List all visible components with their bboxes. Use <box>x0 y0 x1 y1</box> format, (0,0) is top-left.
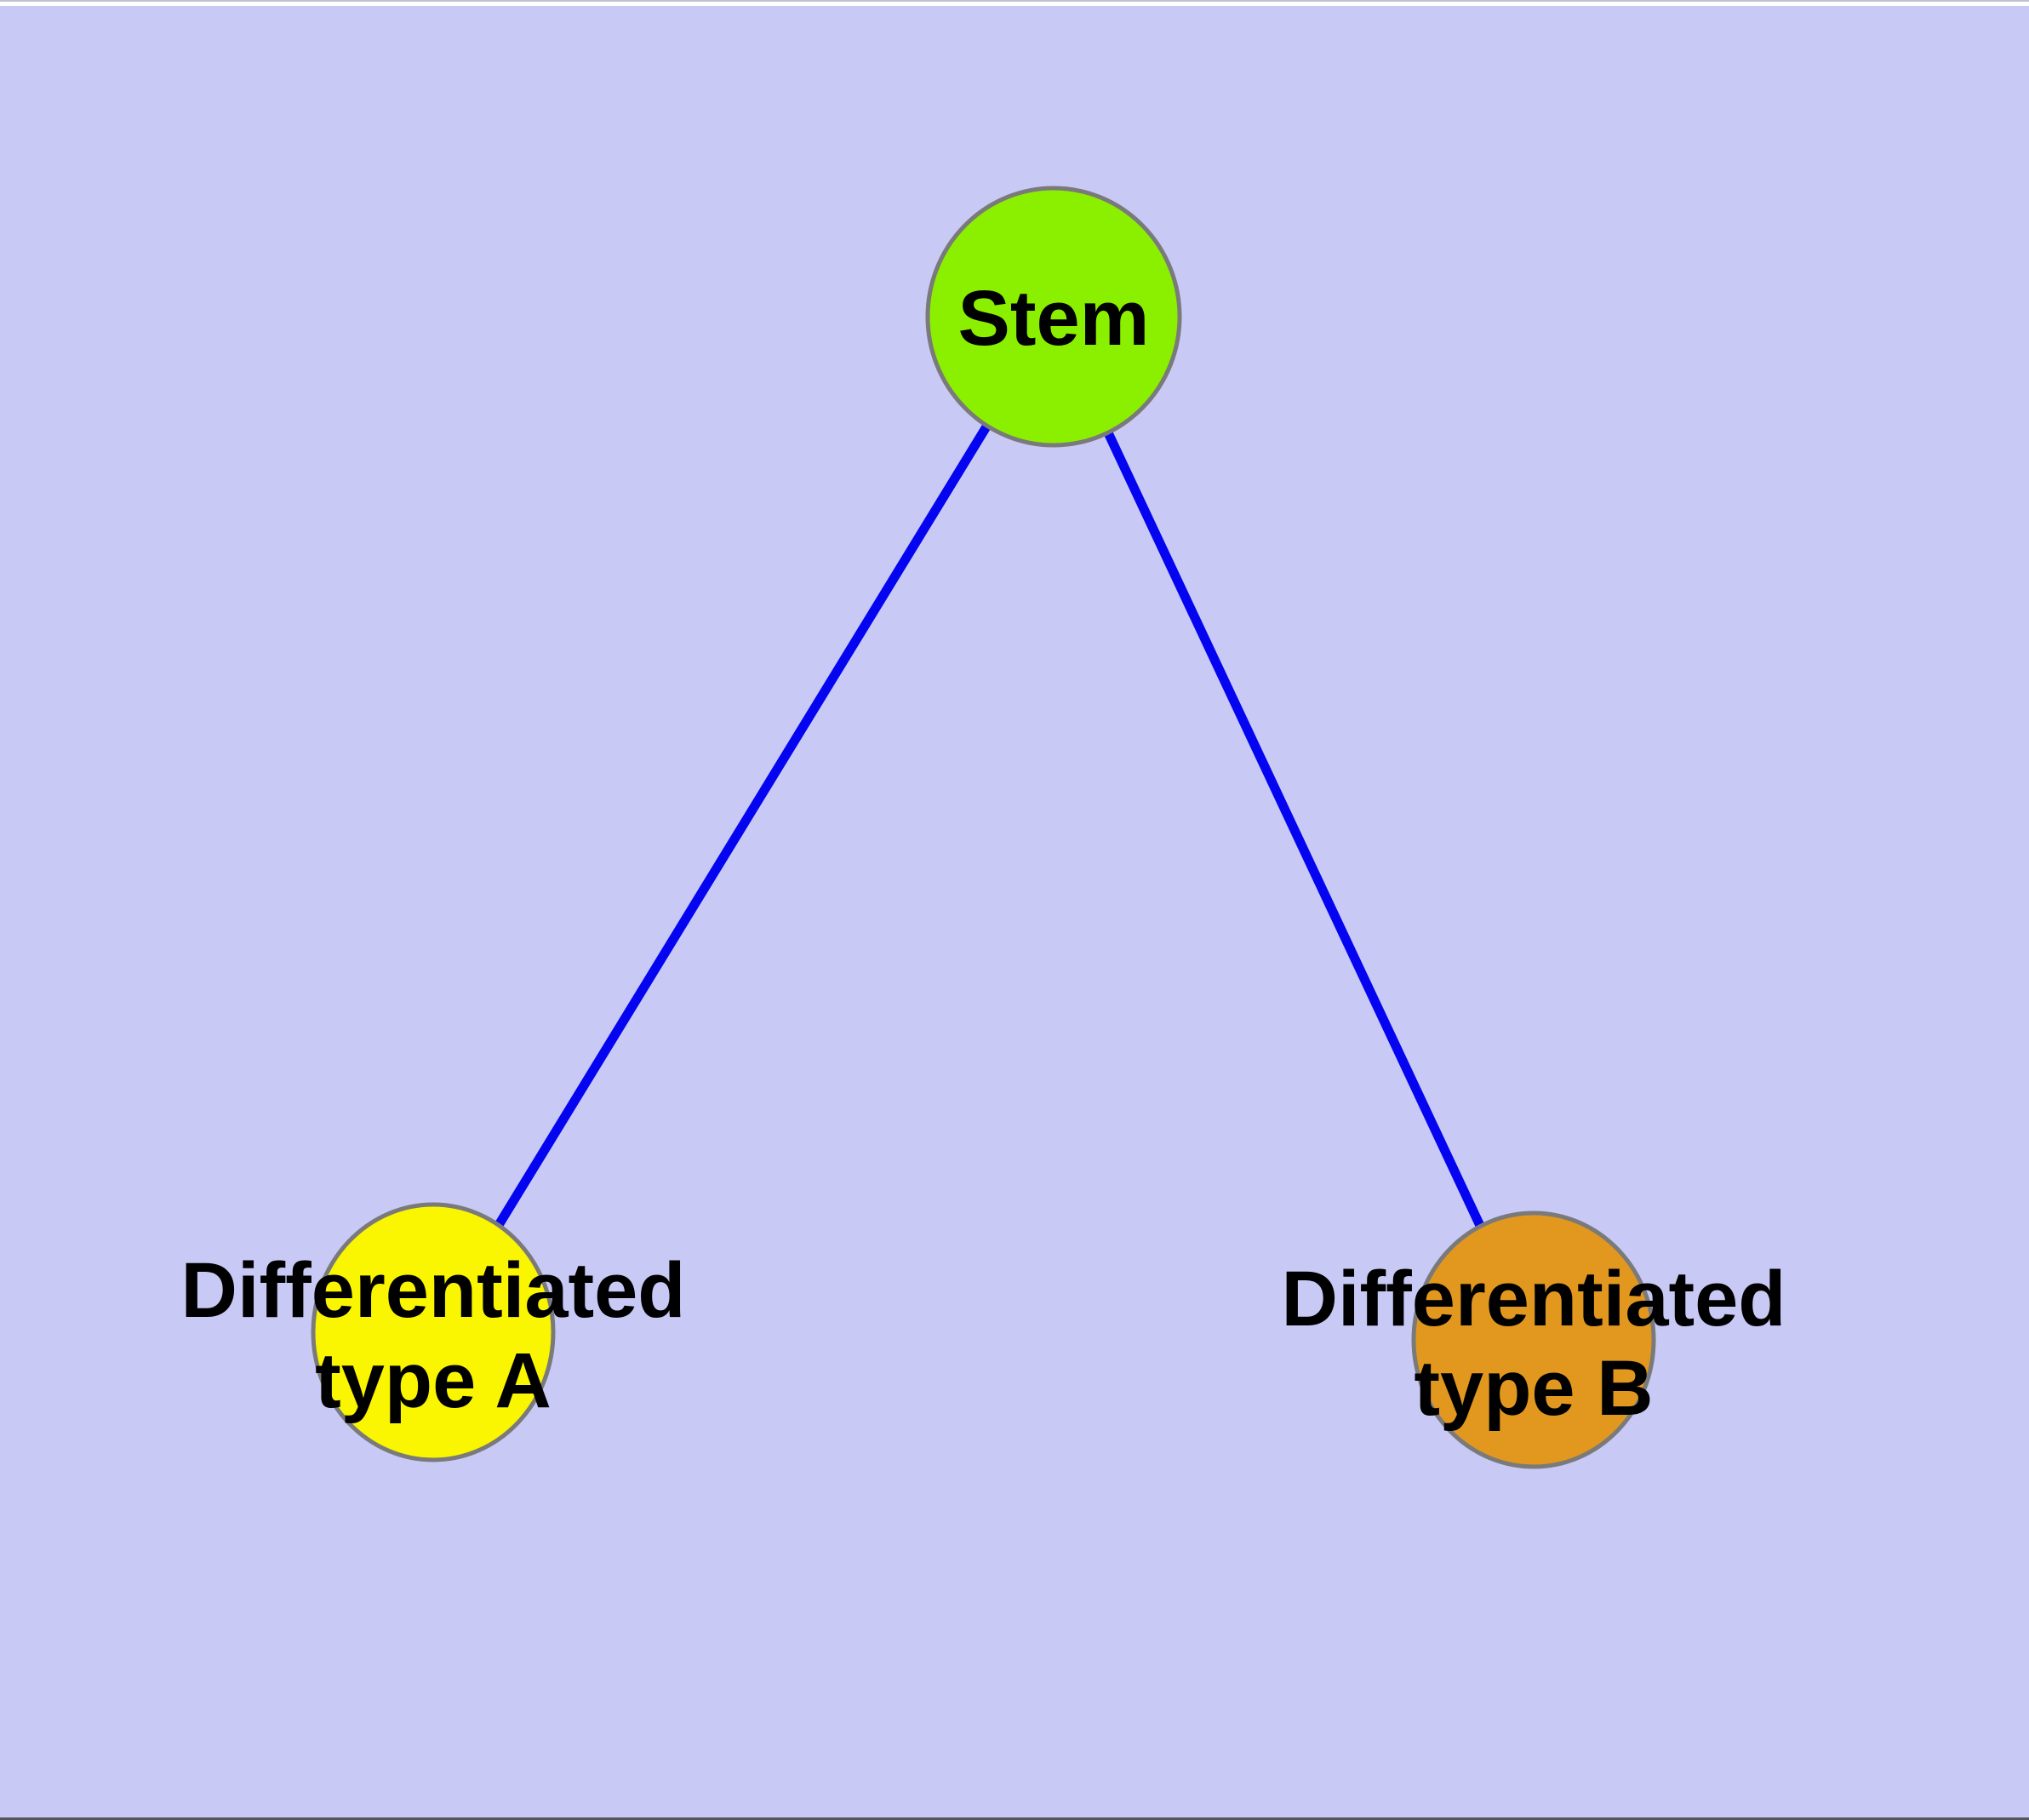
node-type-b-label-line1: Differentiated <box>1282 1256 1786 1342</box>
edge-stem-to-type-b <box>1049 314 1538 1342</box>
node-stem-circle <box>925 186 1182 448</box>
node-type-a-circle <box>311 1202 556 1462</box>
bottom-hairline <box>0 1817 2029 1820</box>
node-stem-label: Stem <box>958 275 1150 362</box>
node-type-b-label-line2: type B <box>1414 1345 1653 1432</box>
node-type-a-label-line2: type A <box>315 1337 552 1424</box>
top-white-strip <box>0 2 2029 6</box>
node-type-b-circle <box>1411 1210 1656 1469</box>
node-type-a-label-line1: Differentiated <box>181 1247 686 1334</box>
top-hairline <box>0 0 2029 2</box>
edge-stem-to-type-a <box>429 314 1058 1335</box>
